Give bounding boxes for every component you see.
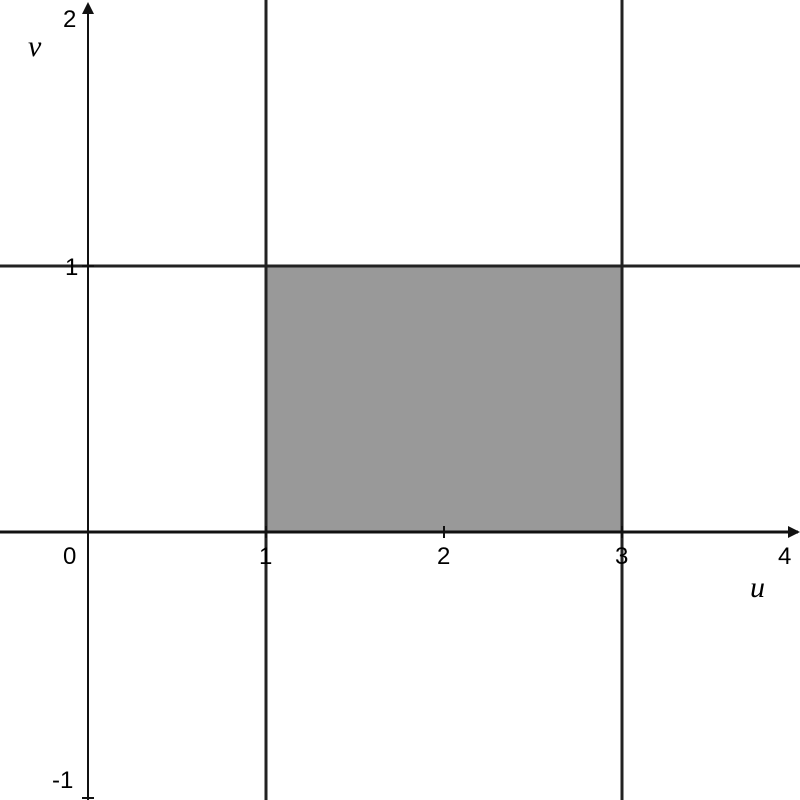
u-tick-label-0: 0 (63, 543, 76, 570)
u-tick-label-1: 1 (259, 543, 272, 570)
v-axis-label: v (28, 30, 42, 63)
u-tick-label-4: 4 (778, 543, 791, 570)
u-axis-label: u (750, 571, 765, 604)
u-tick-label-2: 2 (437, 543, 450, 570)
v-tick-label-1: 1 (65, 254, 78, 281)
v-tick-label-neg1: -1 (52, 767, 73, 794)
v-tick-label-2: 2 (63, 6, 76, 33)
shaded-region (266, 266, 622, 532)
u-tick-label-3: 3 (615, 543, 628, 570)
